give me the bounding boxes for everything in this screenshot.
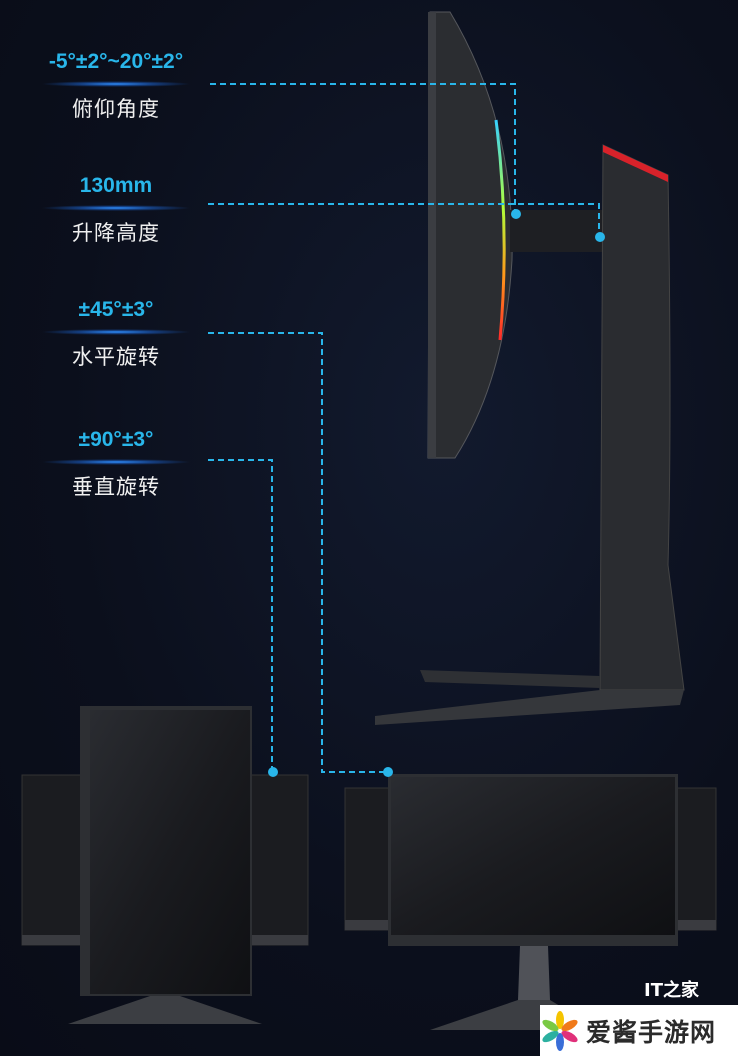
flower-logo-icon — [542, 1010, 578, 1051]
spec-swivel: ±45°±3° 水平旋转 — [0, 298, 232, 371]
spec-value: ±90°±3° — [78, 428, 154, 451]
spec-label: 垂直旋转 — [72, 475, 160, 499]
spec-pivot: ±90°±3° 垂直旋转 — [0, 428, 232, 501]
glow-divider — [41, 329, 191, 335]
portrait-monitor — [21, 706, 309, 1024]
watermark-text: 爱酱手游网 — [586, 1017, 717, 1047]
leader-dots — [268, 209, 605, 777]
spec-value: -5°±2°~20°±2° — [48, 50, 184, 73]
side-view-monitor — [375, 11, 685, 725]
spec-label: 升降高度 — [72, 221, 160, 245]
watermark: 爱酱手游网 — [540, 1005, 738, 1056]
it-logo: IT之家 — [644, 980, 699, 1001]
spec-value: 130mm — [79, 174, 153, 197]
leader-lines — [208, 83, 600, 773]
glow-divider — [41, 205, 191, 211]
spec-label: 水平旋转 — [72, 345, 160, 369]
glow-divider — [41, 459, 191, 465]
landscape-monitor — [344, 774, 717, 1030]
glow-divider — [41, 81, 191, 87]
spec-tilt: -5°±2°~20°±2° 俯仰角度 — [0, 50, 232, 123]
spec-label: 俯仰角度 — [72, 97, 160, 121]
spec-height: 130mm 升降高度 — [0, 174, 232, 247]
spec-value: ±45°±3° — [78, 298, 154, 321]
